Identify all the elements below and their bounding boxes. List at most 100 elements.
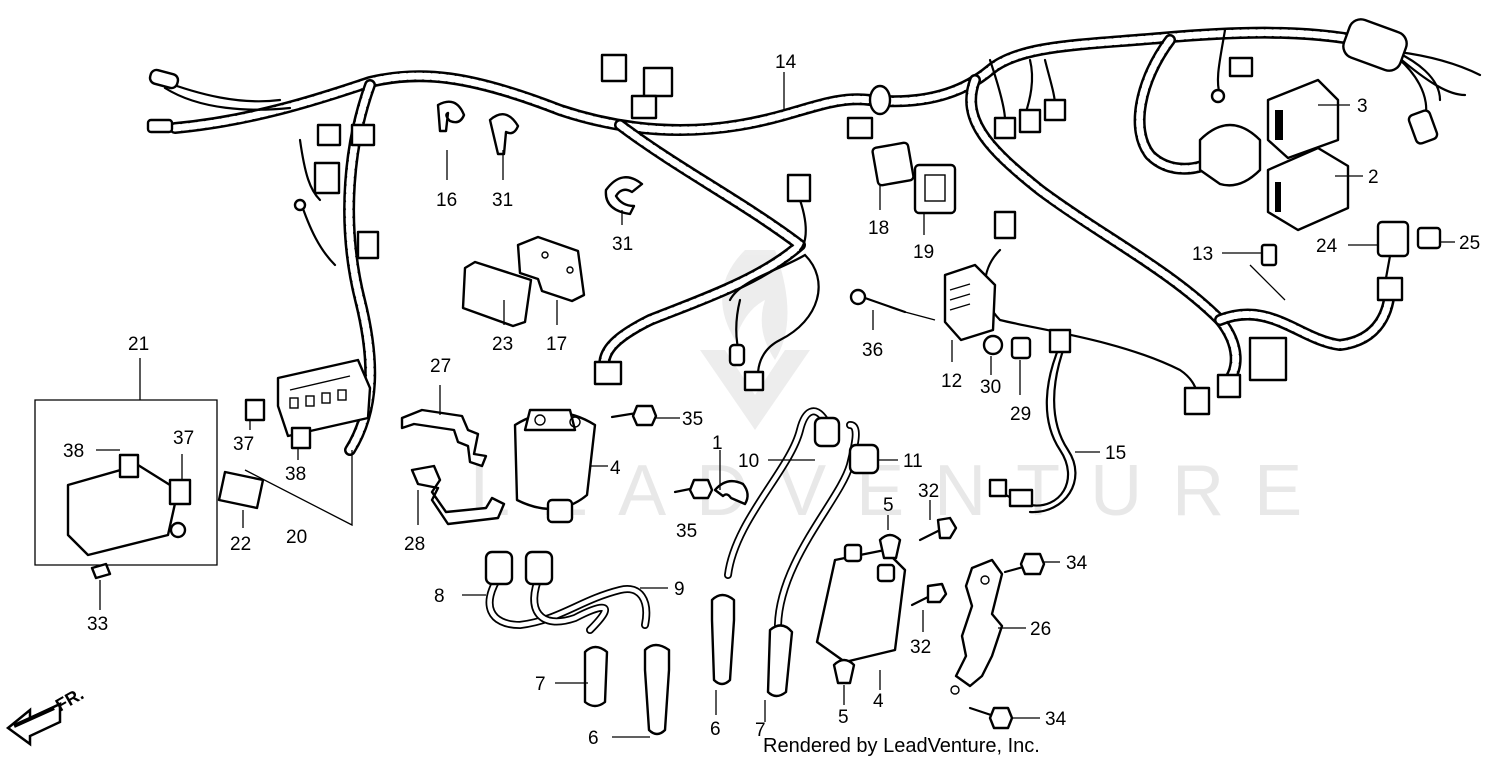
harness-connectors-left bbox=[146, 68, 380, 260]
relay-18 bbox=[871, 141, 915, 187]
callout-28: 28 bbox=[404, 534, 425, 555]
callout-37: 37 bbox=[233, 434, 254, 455]
callout-22: 22 bbox=[230, 534, 251, 555]
callout-29: 29 bbox=[1010, 404, 1031, 425]
callout-34-upper: 34 bbox=[1066, 553, 1088, 574]
callout-23: 23 bbox=[492, 334, 513, 355]
callout-15: 15 bbox=[1105, 443, 1126, 464]
bolt-35-upper bbox=[610, 404, 658, 427]
callout-24: 24 bbox=[1316, 236, 1338, 257]
front-direction-arrow-icon: FR. bbox=[5, 684, 87, 747]
callout-19: 19 bbox=[913, 242, 934, 263]
plug-cap-7-right bbox=[766, 624, 794, 698]
render-credit: Rendered by LeadVenture, Inc. bbox=[763, 735, 1040, 757]
callout-6-right: 6 bbox=[710, 719, 721, 740]
callout-13: 13 bbox=[1192, 244, 1213, 265]
bracket-17 bbox=[516, 235, 586, 303]
callout-37-box: 37 bbox=[173, 428, 194, 449]
callout-21: 21 bbox=[128, 334, 149, 355]
callout-38-box: 38 bbox=[63, 441, 84, 462]
cable-clamp-31-top bbox=[488, 113, 520, 156]
callout-14: 14 bbox=[775, 52, 797, 73]
callout-36: 36 bbox=[862, 340, 883, 361]
callout-4-coil: 4 bbox=[873, 691, 884, 712]
callout-1: 1 bbox=[712, 433, 723, 454]
control-unit-3 bbox=[1266, 78, 1340, 160]
spark-plug-cord-11 bbox=[774, 421, 880, 629]
spark-plug-cord-10 bbox=[724, 407, 841, 579]
callout-2: 2 bbox=[1368, 167, 1379, 188]
callout-5-lower: 5 bbox=[838, 707, 849, 728]
label-22 bbox=[217, 470, 265, 510]
callout-35-lower: 35 bbox=[676, 521, 697, 542]
harness-junction-box bbox=[1198, 123, 1262, 187]
bolt-34-upper bbox=[1003, 552, 1046, 576]
callout-38: 38 bbox=[285, 464, 306, 485]
callout-10: 10 bbox=[738, 451, 759, 472]
bolt-32-upper bbox=[918, 516, 958, 542]
callout-7-left: 7 bbox=[535, 674, 546, 695]
callout-9: 9 bbox=[674, 579, 685, 600]
fuse-box-group-21 bbox=[34, 358, 218, 566]
starter-relay-4 bbox=[513, 408, 597, 524]
callout-26: 26 bbox=[1030, 619, 1051, 640]
connector-29 bbox=[1010, 336, 1032, 360]
callout-31-lower: 31 bbox=[612, 234, 633, 255]
bracket-26 bbox=[950, 558, 1004, 695]
callout-3: 3 bbox=[1357, 96, 1368, 117]
ignition-coil-4 bbox=[815, 543, 907, 664]
callout-34-lower: 34 bbox=[1045, 709, 1067, 730]
relay-socket-19 bbox=[913, 163, 957, 215]
plug-cap-7-left bbox=[583, 645, 609, 708]
spark-plug-cord-8 bbox=[484, 550, 651, 630]
callout-32-lower: 32 bbox=[910, 637, 931, 658]
nut-5-upper bbox=[878, 533, 902, 560]
watermark: LEADVENTURE bbox=[470, 250, 1332, 531]
callout-30: 30 bbox=[980, 377, 1001, 398]
main-wire-harness bbox=[158, 26, 1482, 456]
callout-33: 33 bbox=[87, 614, 108, 635]
callout-31-top: 31 bbox=[492, 190, 513, 211]
spark-plug-6-left bbox=[643, 643, 671, 736]
callout-5-upper: 5 bbox=[883, 495, 894, 516]
sub-harness-15 bbox=[988, 328, 1077, 514]
control-unit-2 bbox=[1266, 146, 1350, 232]
callout-27: 27 bbox=[430, 356, 451, 377]
harness-connectors-top bbox=[593, 53, 1404, 416]
callout-8: 8 bbox=[434, 586, 445, 607]
callout-25: 25 bbox=[1459, 233, 1480, 254]
cable-clamp-16 bbox=[436, 100, 466, 133]
leader-lines bbox=[96, 72, 1455, 738]
cable-clamp-31-lower bbox=[604, 176, 644, 216]
spark-plug-6-right bbox=[710, 593, 736, 686]
screw-33 bbox=[90, 562, 112, 580]
connector-25 bbox=[1416, 226, 1442, 250]
clip-1 bbox=[713, 479, 749, 506]
connector-24 bbox=[1376, 220, 1410, 280]
stay-27 bbox=[400, 408, 488, 468]
spark-plug-cord-9 bbox=[524, 550, 609, 634]
callout-17: 17 bbox=[546, 334, 567, 355]
callout-32-upper: 32 bbox=[918, 481, 939, 502]
nut-5-lower bbox=[832, 658, 856, 685]
bolt-32-lower bbox=[910, 582, 948, 607]
fuse-38 bbox=[290, 426, 312, 450]
connector-13 bbox=[1249, 243, 1286, 301]
fuse-holder-20 bbox=[244, 358, 372, 527]
plate-23 bbox=[461, 260, 533, 328]
regulator-12 bbox=[943, 210, 1017, 342]
harness-tail-connector bbox=[1342, 18, 1439, 145]
callout-12: 12 bbox=[941, 371, 962, 392]
watermark-text: LEADVENTURE bbox=[470, 451, 1332, 531]
callout-18: 18 bbox=[868, 218, 889, 239]
fuse-37 bbox=[244, 398, 266, 422]
bolt-35-lower bbox=[673, 478, 714, 500]
callout-numbers: 14 3 2 25 24 13 16 31 31 18 19 17 23 36 … bbox=[63, 52, 1480, 749]
callout-20: 20 bbox=[286, 527, 307, 548]
callout-6-left: 6 bbox=[588, 728, 599, 749]
bolt-36 bbox=[849, 288, 936, 321]
callout-11: 11 bbox=[903, 451, 923, 472]
grommet-30 bbox=[982, 334, 1004, 356]
callout-16: 16 bbox=[436, 190, 457, 211]
